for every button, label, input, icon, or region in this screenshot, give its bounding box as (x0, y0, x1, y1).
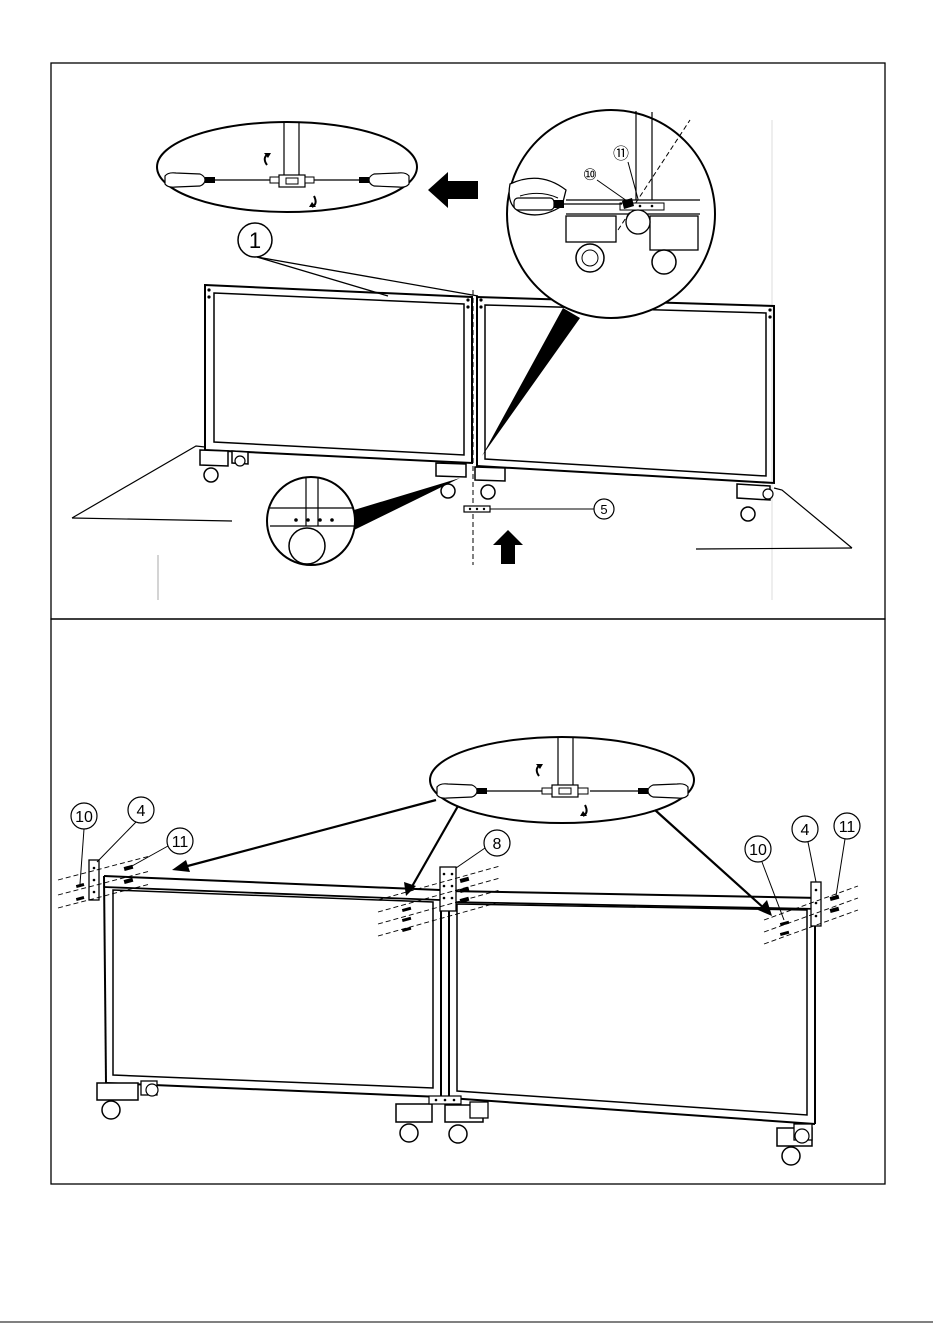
callout-4-right: 4 (801, 822, 810, 839)
pointer-arrows (172, 800, 772, 916)
screw-icon (780, 921, 789, 926)
left-panel (200, 285, 472, 498)
screw-icon (402, 917, 411, 922)
detail-ellipse-bottom (430, 737, 694, 823)
callout-10-top: ⑩ (583, 167, 597, 184)
bottom-step: 10 4 11 8 10 4 11 (58, 737, 860, 1165)
screw-icon (830, 895, 840, 901)
screw-icon (402, 907, 411, 912)
callout-11-top: ⑪ (613, 145, 629, 163)
screw-icon (305, 177, 314, 183)
screw-icon (830, 907, 840, 913)
left-arrow-icon (428, 172, 478, 208)
screw-icon (542, 788, 552, 794)
up-arrow-icon (493, 530, 523, 564)
detail-circle-bottom (267, 477, 355, 565)
top-step: 5 1 (72, 110, 852, 600)
screw-icon (578, 788, 588, 794)
callout-11-left: 11 (172, 834, 189, 851)
zoom-pointer-right (482, 308, 580, 456)
screw-icon (76, 896, 85, 901)
callout-8: 8 (493, 836, 502, 853)
callout-1: 1 (249, 228, 261, 253)
right-panel-bottom (429, 888, 820, 1165)
detail-ellipse-top (157, 122, 417, 212)
screw-icon (270, 177, 279, 183)
right-panel (475, 297, 774, 521)
callout-11-right: 11 (839, 819, 856, 836)
detail-circle-topright: ⑩ ⑪ (507, 110, 715, 318)
callout-10-right: 10 (749, 842, 767, 859)
callout-10-left: 10 (75, 809, 93, 826)
screw-icon (124, 878, 134, 884)
callout-4-left: 4 (137, 803, 146, 820)
screw-icon (402, 927, 411, 932)
left-panel-bottom (97, 876, 441, 1142)
screw-icon (460, 877, 470, 883)
zoom-pointer-bottom (354, 478, 460, 530)
callout-5: 5 (600, 502, 607, 517)
